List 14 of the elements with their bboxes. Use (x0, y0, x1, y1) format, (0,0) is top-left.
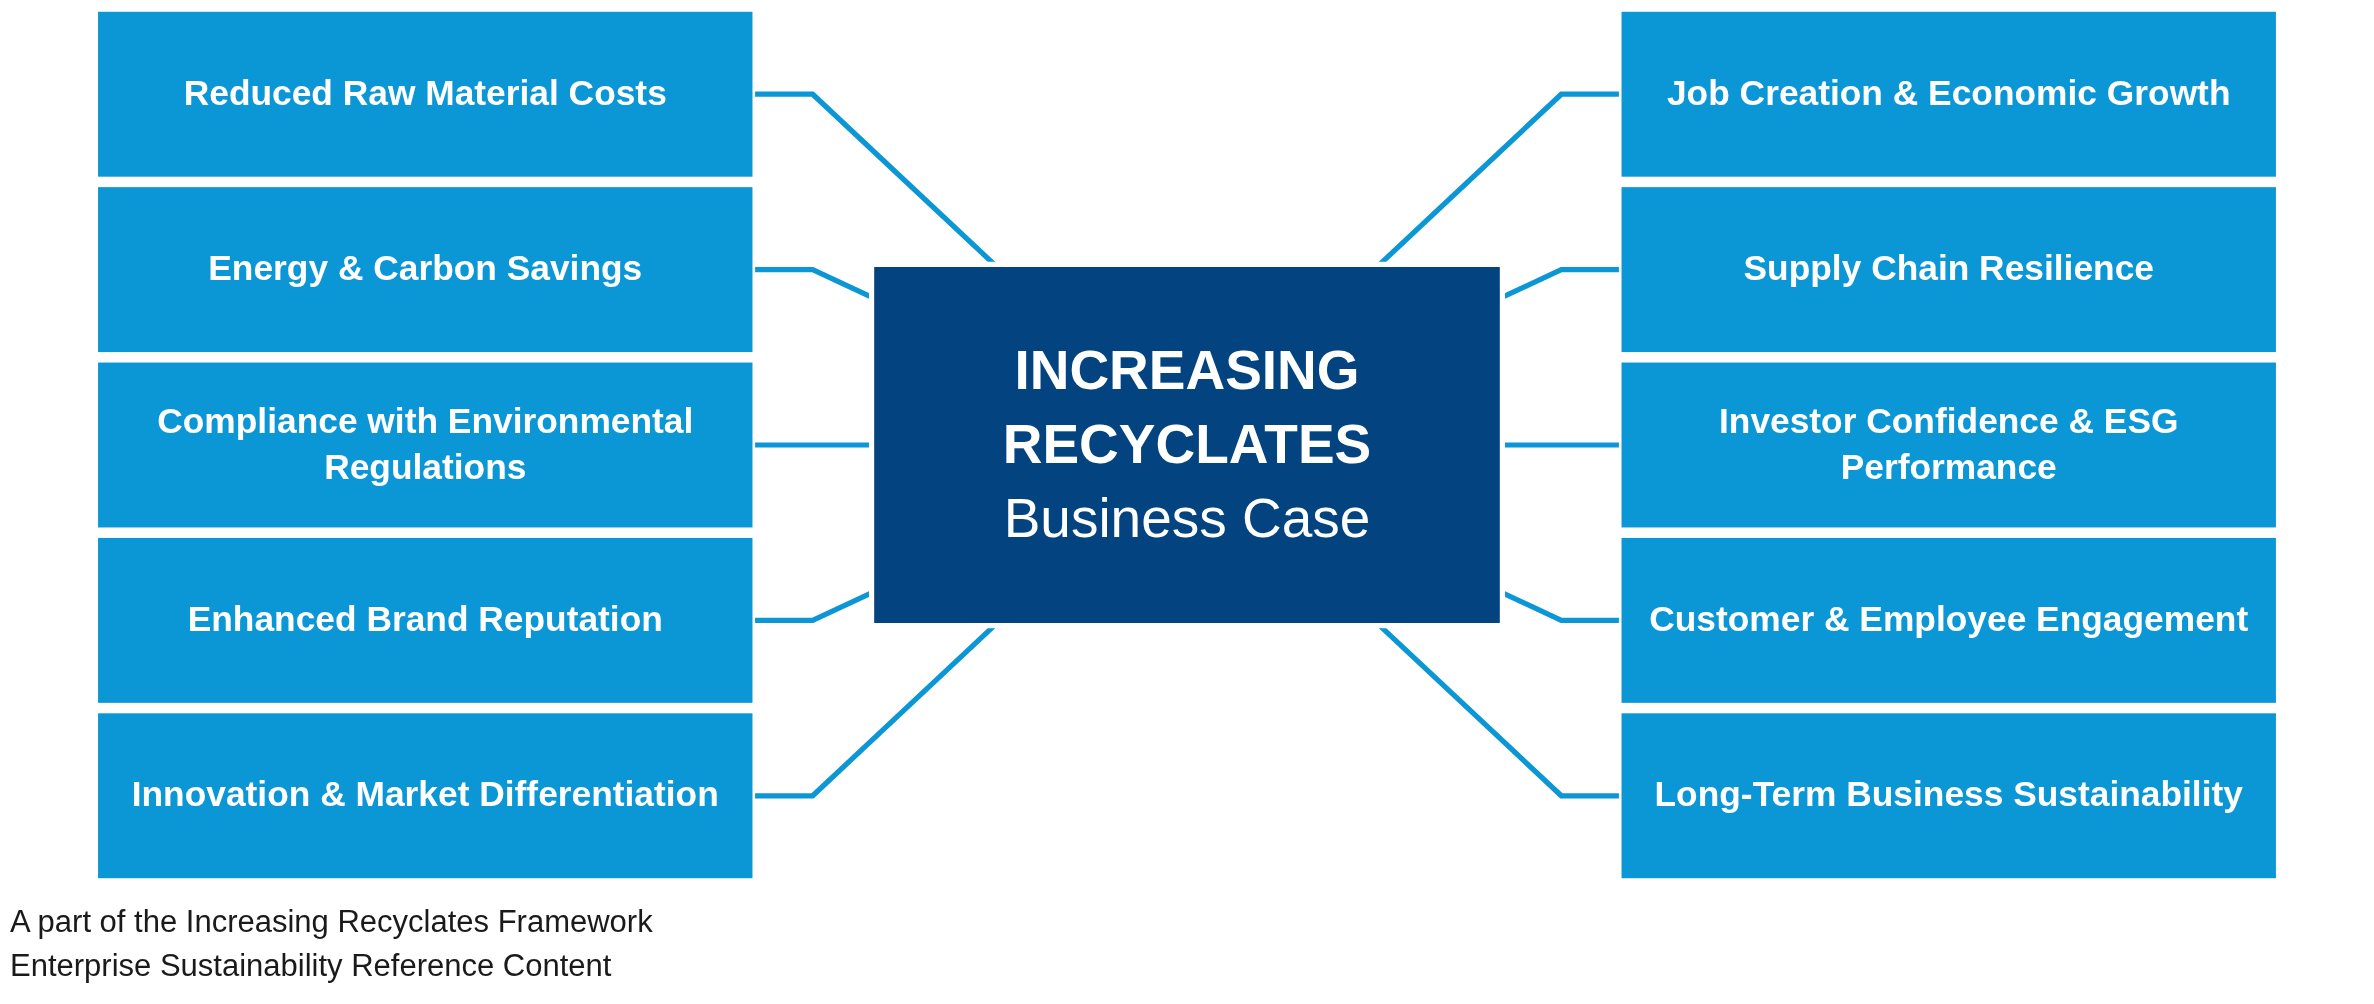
connector (753, 442, 872, 448)
node-box: Innovation & Market Differentiation (95, 710, 756, 881)
footer-note: Enterprise Sustainability Reference Content (10, 947, 612, 985)
node-box: Energy & Carbon Savings (95, 184, 756, 355)
connector (1502, 442, 1621, 448)
footer-note: A part of the Increasing Recyclates Framework (10, 903, 653, 941)
node-box: Customer & Employee Engagement (1618, 535, 2279, 706)
node-box: Supply Chain Resilience (1618, 184, 2279, 355)
node-box: Long-Term Business Sustainability (1618, 710, 2279, 881)
node-box: Compliance with Environmental Regulations (95, 359, 756, 531)
node-box: Investor Confidence & ESG Performance (1618, 359, 2279, 531)
node-box: Reduced Raw Material Costs (95, 9, 756, 180)
node-box: Job Creation & Economic Growth (1618, 9, 2279, 180)
node-box: Enhanced Brand Reputation (95, 535, 756, 706)
